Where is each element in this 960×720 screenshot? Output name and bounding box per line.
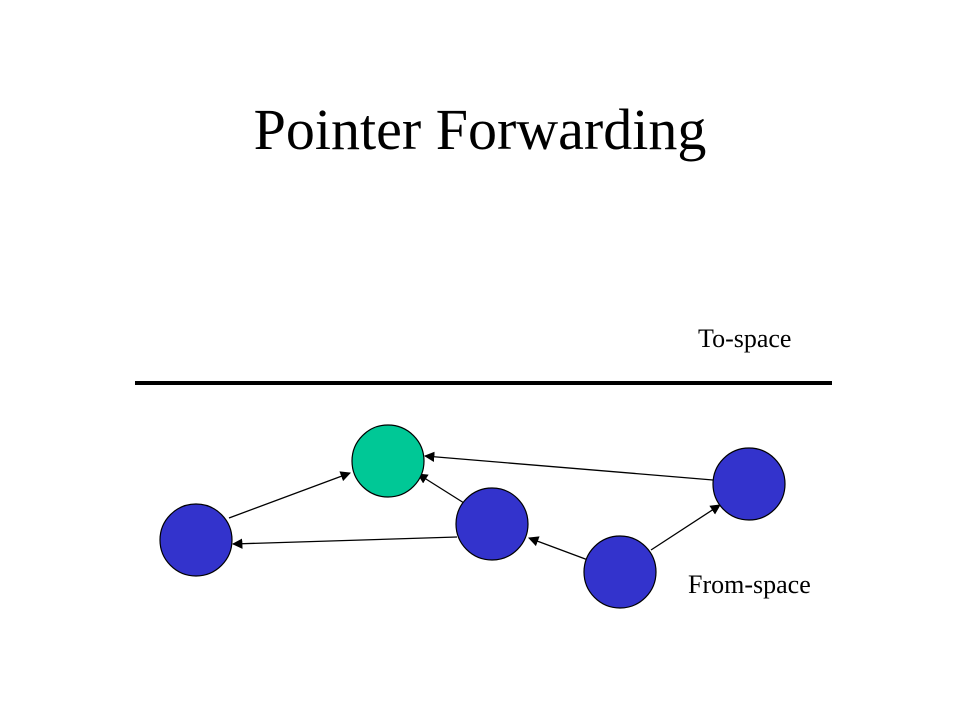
- arrow-bottom-to-middle: [528, 536, 589, 561]
- arrow-right-to-forwarded: [423, 451, 714, 481]
- from-space-node-middle: [455, 487, 529, 561]
- from-space-node-left: [159, 503, 233, 577]
- slide-title: Pointer Forwarding: [253, 97, 707, 162]
- from-space-node-right: [712, 447, 786, 521]
- arrow-bottom-to-right: [650, 504, 721, 551]
- from-space-node-bottom: [583, 535, 657, 609]
- pointer-arrows: [228, 451, 721, 561]
- arrow-middle-to-left: [231, 536, 458, 549]
- to-space-label: To-space: [698, 324, 792, 353]
- from-space-label: From-space: [688, 570, 811, 599]
- heap-nodes: [159, 424, 786, 609]
- forwarded-node: [351, 424, 425, 498]
- arrow-middle-to-forwarded: [417, 473, 465, 504]
- arrow-left-to-forwarded: [228, 471, 351, 519]
